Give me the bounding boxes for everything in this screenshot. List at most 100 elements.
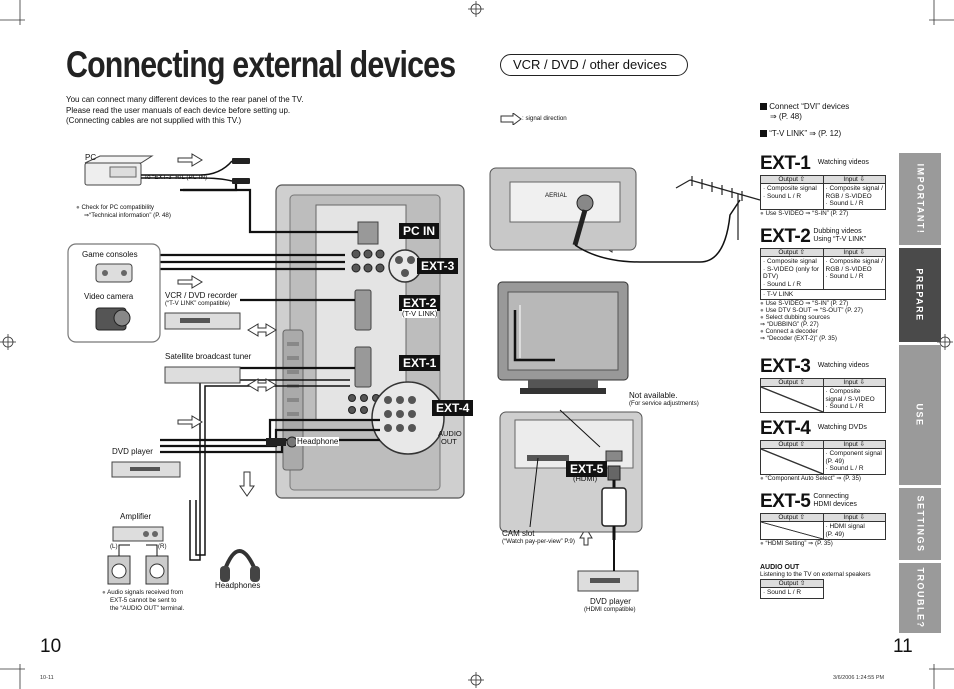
- audio-out-section: AUDIO OUT Listening to the TV on externa…: [760, 564, 892, 599]
- ext2-label: EXT-2: [399, 295, 441, 311]
- cam-slot-sub: (“Watch pay-per-view” P.9): [502, 538, 575, 545]
- pc-cable-label: To “EXT-3” R/L (PC IN): [144, 174, 208, 181]
- ext1-desc: Watching videos: [817, 159, 869, 166]
- ext5-desc: Connecting: [813, 493, 849, 500]
- cam-slot-label: CAM slot: [502, 529, 535, 538]
- ext2-desc: Dubbing videos: [813, 228, 862, 235]
- page-title: Connecting external devices: [66, 44, 456, 85]
- ext2-note-3: Select dubbing sources: [760, 314, 890, 321]
- audio-note-3: the “AUDIO OUT” terminal.: [110, 605, 185, 612]
- ext3-table: Output ⇧Input ⇩ · Composite signal / S-V…: [760, 378, 886, 413]
- vcr-label: VCR / DVD recorder: [165, 291, 238, 300]
- ext4-label: EXT-4: [432, 400, 474, 416]
- ext3-title: EXT-3: [760, 356, 811, 377]
- ext5-desc-2: HDMI devices: [813, 500, 857, 508]
- dvi-note: Connect “DVI” devices: [760, 102, 849, 111]
- vcr-sub-label: (“T-V LINK” compatible): [165, 300, 230, 307]
- tab-settings[interactable]: SETTINGS: [899, 488, 941, 560]
- audio-out-desc: Listening to the TV on external speakers: [760, 571, 871, 578]
- ext5-table: Output ⇧Input ⇩ · HDMI signal (P. 49): [760, 513, 886, 541]
- tab-prepare[interactable]: PREPARE: [899, 248, 941, 342]
- tab-important[interactable]: IMPORTANT!: [899, 153, 941, 245]
- dvi-ref: ⇒ (P. 48): [770, 112, 802, 121]
- tab-important-label: IMPORTANT!: [915, 163, 926, 235]
- ext4-output: [761, 449, 823, 474]
- amp-right-label: (R): [158, 543, 167, 550]
- tab-trouble-label: TROUBLE?: [915, 567, 925, 629]
- ext2-sub-label: (T-V LINK): [402, 309, 438, 318]
- ext4-output-header: Output ⇧: [778, 441, 806, 448]
- dvi-note-text: Connect “DVI” devices: [769, 102, 850, 111]
- pcin-label: PC IN: [399, 223, 440, 239]
- tvlink-note-text: “T-V LINK” ⇒ (P. 12): [769, 129, 842, 138]
- ext4-note-1: “Component Auto Select” ⇒ (P. 35): [760, 475, 890, 482]
- satellite-tuner-label: Satellite broadcast tuner: [165, 352, 252, 361]
- ext5-note-1: “HDMI Setting” ⇒ (P. 35): [760, 540, 890, 547]
- signal-legend: : signal direction: [522, 115, 567, 122]
- aerial-label: AERIAL: [545, 192, 568, 199]
- section-heading: VCR / DVD / other devices: [500, 54, 688, 76]
- dvd2-sub-label: (HDMI compatible): [584, 606, 636, 613]
- intro-line-1: You can connect many different devices t…: [66, 95, 304, 104]
- ext5-input-header: Input ⇩: [822, 514, 886, 522]
- ext1-title: EXT-1: [760, 153, 811, 174]
- audio-out-label-1: AUDIO: [438, 429, 462, 438]
- headphone-jack-label: Headphone: [296, 437, 340, 446]
- intro-line-2: Please read the user manuals of each dev…: [66, 105, 291, 115]
- ext2-note-1: Use S-VIDEO ⇒ “S-IN” (P. 27): [760, 300, 890, 307]
- tab-use[interactable]: USE: [899, 345, 941, 485]
- ext2-desc-2: Using “T-V LINK”: [813, 235, 867, 243]
- tvlink-note: “T-V LINK” ⇒ (P. 12): [760, 129, 841, 138]
- dvd-player-label: DVD player: [112, 447, 153, 456]
- ext1-table: Output ⇧Input ⇩ · Composite signal · Sou…: [760, 175, 886, 210]
- ext5-output: [761, 522, 823, 540]
- ext4-section: EXT-4 Watching DVDs Output ⇧ Input ⇩ · Co…: [760, 418, 890, 482]
- pc-note-ref: ⇒“Technical information” (P. 48): [84, 212, 171, 219]
- ext3-output: [761, 387, 823, 412]
- ext4-input: · Component signal (P. 49) · Sound L / R: [822, 449, 886, 474]
- footer-left: 10-11: [40, 675, 54, 681]
- page-number-left: 10: [40, 636, 62, 657]
- not-available-sub: (For service adjustments): [629, 400, 699, 407]
- ext1-input: · Composite signal / RGB / S-VIDEO · Sou…: [822, 184, 886, 209]
- ext4-input-header: Input ⇩: [822, 441, 886, 449]
- tab-use-label: USE: [914, 403, 925, 427]
- ext1-output-header: Output ⇧: [778, 176, 806, 183]
- ext4-table: Output ⇧ Input ⇩ · Component signal (P. 4…: [760, 440, 886, 475]
- ext2-input: · Composite signal / RGB / S-VIDEO · Sou…: [822, 257, 886, 290]
- not-available-label: Not available.: [629, 391, 678, 400]
- audio-note-1: Audio signals received from: [102, 589, 183, 596]
- ext2-input-header: Input ⇩: [822, 249, 886, 257]
- ext2-output: · Composite signal · S-VIDEO (only for D…: [763, 258, 819, 288]
- ext2-note-4: ⇒ “DUBBING” (P. 27): [760, 321, 819, 329]
- pc-note: Check for PC compatibility: [76, 204, 154, 211]
- ext3-input-header: Input ⇩: [822, 379, 886, 387]
- ext1-label: EXT-1: [399, 355, 441, 371]
- intro-text: You can connect many different devices t…: [66, 95, 304, 127]
- audio-out-output: · Sound L / R: [763, 589, 802, 597]
- pc-label: PC: [85, 153, 97, 162]
- ext4-desc: Watching DVDs: [817, 424, 867, 431]
- ext2-note-2: Use DTV S-OUT ⇒ “S-OUT” (P. 27): [760, 307, 890, 314]
- audio-note-2: EXT-5 cannot be sent to: [110, 597, 177, 604]
- footer-right: 3/6/2006 1:24:55 PM: [833, 675, 885, 681]
- headphones-label: Headphones: [215, 581, 261, 590]
- ext2-extra: · T-V LINK: [761, 289, 885, 299]
- ext2-section: EXT-2 Dubbing videos Using “T-V LINK” Ou…: [760, 226, 890, 342]
- signal-arrow-icon: [500, 113, 522, 125]
- ext2-table: Output ⇧Input ⇩ · Composite signal · S-V…: [760, 248, 886, 301]
- ext5-label: EXT-5: [566, 461, 608, 477]
- ext3-label: EXT-3: [417, 258, 459, 274]
- amp-left-label: (L): [110, 543, 118, 550]
- ext2-note-6: ⇒ “Decoder (EXT-2)” (P. 35): [760, 335, 837, 343]
- ext1-input-header: Input ⇩: [822, 176, 886, 184]
- ext5-title: EXT-5: [760, 491, 811, 512]
- tab-trouble[interactable]: TROUBLE?: [899, 563, 941, 633]
- amplifier-label: Amplifier: [120, 512, 152, 521]
- ext1-section: EXT-1 Watching videos Output ⇧ Input ⇩ · …: [760, 153, 890, 217]
- ext4-title: EXT-4: [760, 418, 811, 439]
- audio-out-title: AUDIO OUT: [760, 564, 800, 571]
- audio-out-table: Output ⇧ · Sound L / R: [760, 579, 824, 599]
- ext5-output-header: Output ⇧: [778, 514, 806, 521]
- ext2-title: EXT-2: [760, 226, 811, 247]
